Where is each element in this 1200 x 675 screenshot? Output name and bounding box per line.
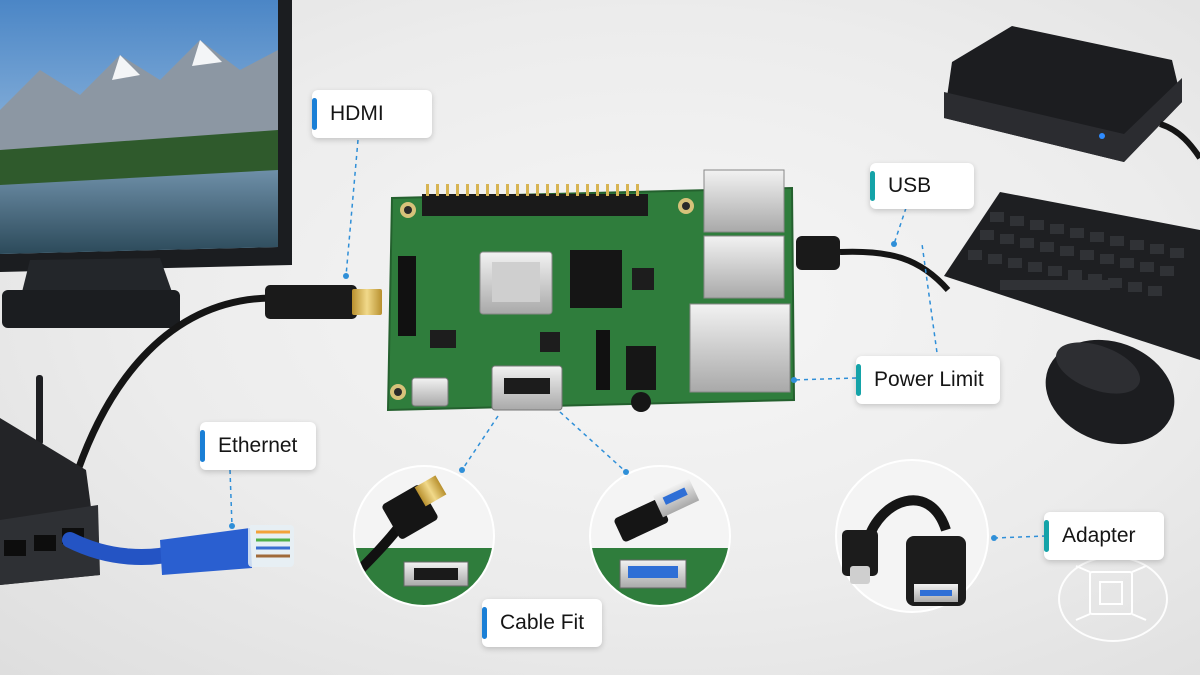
monitor-icon [0,0,292,328]
callout-cable-fit-label: Cable Fit [500,611,585,634]
callout-leaders [229,139,1047,539]
callout-hdmi: HDMI [312,90,432,138]
callout-ethernet: Ethernet [200,422,316,470]
callout-hdmi-label: HDMI [330,102,384,125]
usb-adapter-icon [835,459,989,613]
badge-ring [1058,556,1168,642]
callout-ethernet-label: Ethernet [218,434,298,457]
mouse-icon [1045,339,1175,445]
keyboard-icon [944,192,1200,360]
ethernet-boot [160,528,252,575]
hdmi-cable [74,294,271,472]
callout-adapter: Adapter [1044,512,1164,560]
single-board-computer [386,169,796,412]
callout-cable-fit: Cable Fit [482,599,602,647]
callout-usb-label: USB [888,174,932,197]
callout-power-limit-label: Power Limit [874,368,984,391]
callout-power-limit: Power Limit [856,356,1000,404]
hard-drive-icon [944,26,1200,162]
hdmi-plug [265,285,357,319]
callout-usb: USB [870,163,974,209]
callout-adapter-label: Adapter [1062,524,1136,547]
